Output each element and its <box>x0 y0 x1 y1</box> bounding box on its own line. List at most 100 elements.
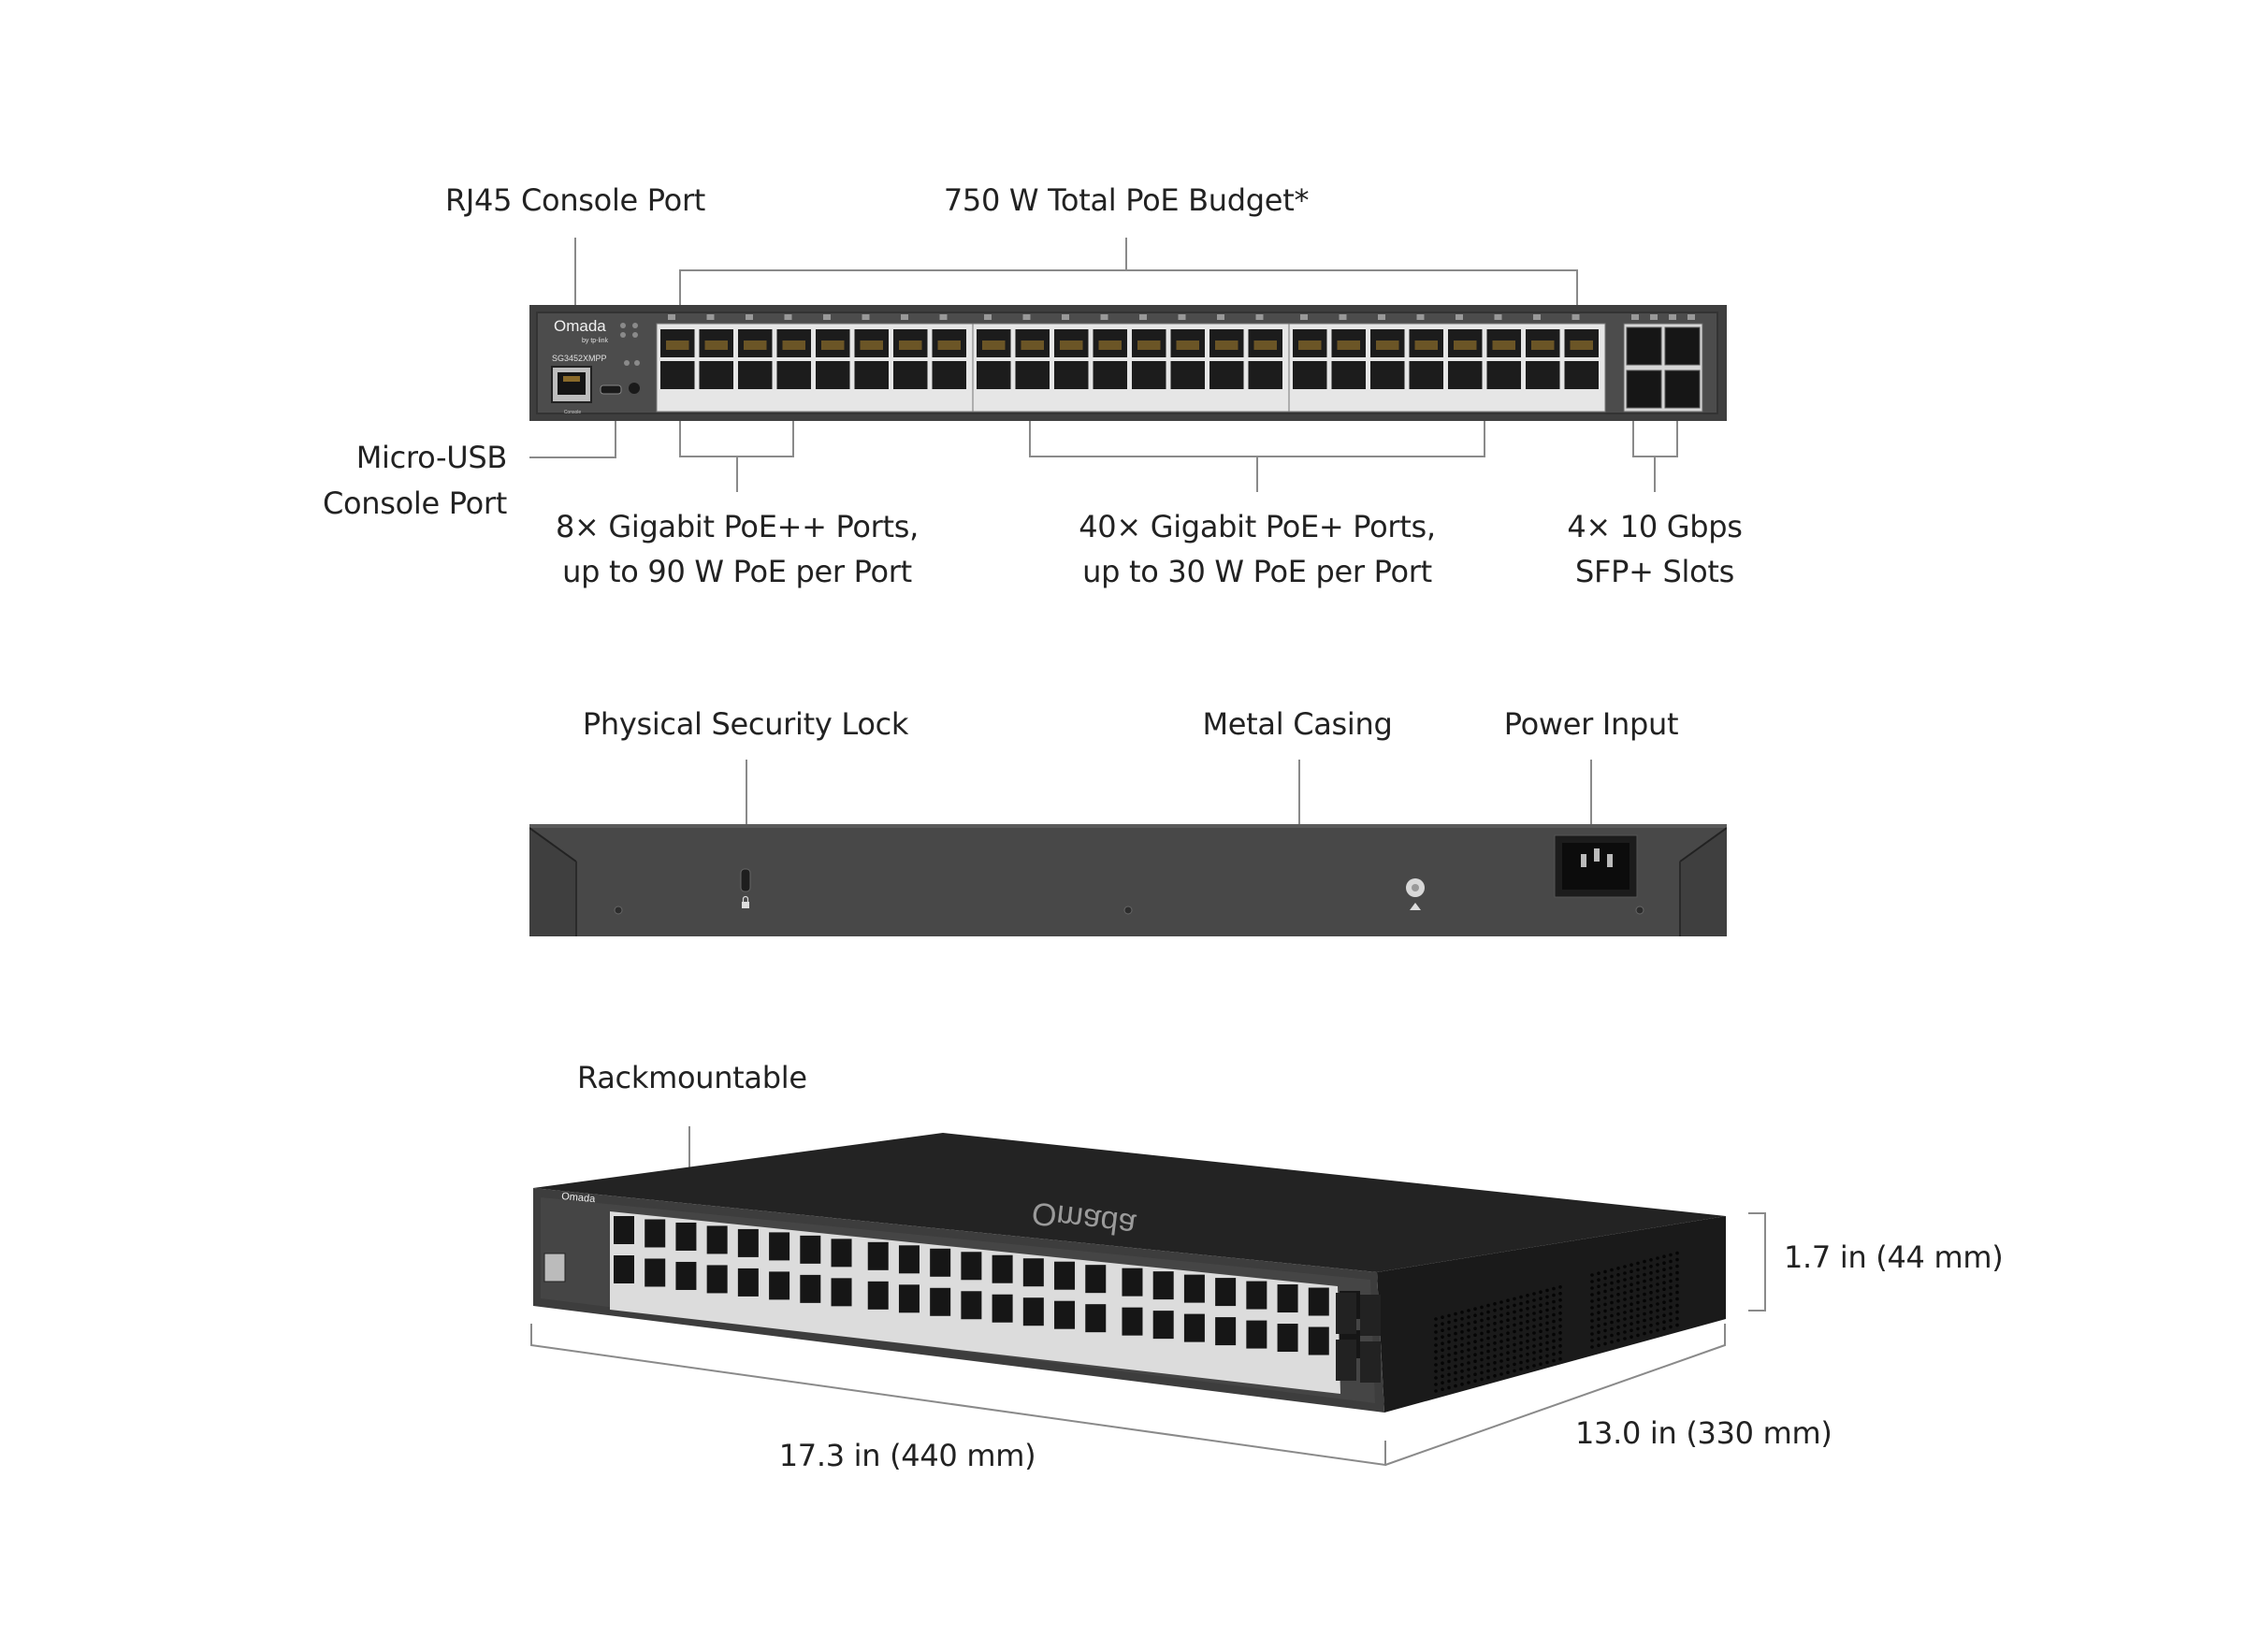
port-contacts <box>1414 341 1438 350</box>
persp-port <box>614 1255 634 1283</box>
port-contacts <box>1137 341 1161 350</box>
rj45-port[interactable] <box>1486 361 1522 389</box>
rj45-port[interactable] <box>660 361 695 389</box>
status-leds <box>620 323 640 366</box>
height-dimension-bracket <box>1748 1212 1766 1311</box>
port-contacts <box>1454 341 1477 350</box>
depth-dimension-label: 13.0 in (330 mm) <box>1575 1415 1832 1451</box>
port-led <box>1572 314 1580 320</box>
port-led <box>1255 314 1264 320</box>
rj45-port[interactable] <box>932 361 967 389</box>
persp-port <box>737 1228 759 1257</box>
sfp-label-line1: 4× 10 Gbps <box>1567 509 1743 544</box>
sfp-led <box>1687 314 1695 320</box>
port-contacts <box>899 341 922 350</box>
sfp-slot[interactable] <box>1664 370 1701 409</box>
port-contacts <box>1337 341 1360 350</box>
rj45-port[interactable] <box>1526 361 1560 389</box>
front-brand-logo: Omada <box>554 317 606 335</box>
kensington-lock-slot[interactable] <box>740 868 751 892</box>
rj45-port[interactable] <box>1564 361 1600 389</box>
persp-port <box>867 1281 889 1310</box>
security-lock-label: Physical Security Lock <box>582 706 909 742</box>
switch-front-panel: Omada by tp-link SG3452XMPP Console <box>529 305 1727 421</box>
persp-port <box>1277 1324 1298 1353</box>
micro-usb-port[interactable] <box>600 384 622 395</box>
persp-port <box>831 1278 852 1307</box>
power-input-label: Power Input <box>1503 706 1679 742</box>
lock-icon <box>742 895 749 908</box>
rj45-port[interactable] <box>776 361 812 389</box>
switch-rear-panel <box>529 824 1727 936</box>
port-contacts <box>782 341 805 350</box>
sfp-slot[interactable] <box>1664 326 1701 366</box>
rj45-port[interactable] <box>1209 361 1244 389</box>
persp-sfp-slot <box>1336 1340 1356 1381</box>
persp-port <box>898 1245 920 1274</box>
persp-port <box>769 1232 790 1261</box>
micro-usb-label-line1: Micro-USB <box>355 440 508 475</box>
sfp-led <box>1631 314 1639 320</box>
rackmountable-label: Rackmountable <box>577 1060 807 1095</box>
port-contacts <box>666 341 689 350</box>
persp-port <box>1122 1307 1143 1336</box>
rj45-port[interactable] <box>1132 361 1166 389</box>
persp-port <box>930 1287 951 1316</box>
rj45-port[interactable] <box>893 361 928 389</box>
port-contacts <box>821 341 845 350</box>
rj45-port[interactable] <box>699 361 734 389</box>
persp-front-logo: Omada <box>561 1191 597 1205</box>
sfp-led <box>1650 314 1658 320</box>
persp-port <box>645 1219 666 1248</box>
poe-budget-label: 750 W Total PoE Budget* <box>943 182 1310 218</box>
persp-port <box>831 1239 852 1268</box>
port-led <box>939 314 948 320</box>
rj45-port[interactable] <box>977 361 1011 389</box>
rear-screws <box>614 906 1644 915</box>
persp-port <box>675 1261 697 1290</box>
persp-port <box>614 1216 634 1244</box>
rj45-port[interactable] <box>1248 361 1283 389</box>
ground-terminal-icon <box>1406 878 1425 910</box>
rj45-port[interactable] <box>738 361 773 389</box>
power-input-socket[interactable] <box>1554 834 1638 898</box>
persp-port <box>1183 1274 1205 1303</box>
persp-port <box>992 1254 1013 1283</box>
port-contacts <box>982 341 1006 350</box>
rj45-port[interactable] <box>816 361 850 389</box>
port-contacts <box>744 341 767 350</box>
persp-port <box>1215 1317 1237 1346</box>
rj45-port[interactable] <box>1015 361 1050 389</box>
rj45-port[interactable] <box>1054 361 1089 389</box>
rj45-port[interactable] <box>1093 361 1128 389</box>
poe-plus-label-line1: 40× Gigabit PoE+ Ports, <box>1079 509 1436 544</box>
persp-port <box>706 1225 728 1254</box>
port-led <box>706 314 715 320</box>
sfp-slot[interactable] <box>1626 326 1662 366</box>
port-contacts <box>1021 341 1044 350</box>
persp-port <box>1152 1311 1174 1340</box>
persp-port <box>675 1222 697 1251</box>
rj45-port[interactable] <box>1170 361 1206 389</box>
persp-port <box>800 1274 821 1303</box>
mode-button[interactable] <box>629 383 640 394</box>
port-led <box>1178 314 1186 320</box>
rj45-port[interactable] <box>1409 361 1444 389</box>
persp-port <box>1308 1326 1329 1355</box>
persp-port <box>1054 1300 1076 1329</box>
rj45-port[interactable] <box>1448 361 1483 389</box>
width-dimension-label: 17.3 in (440 mm) <box>778 1438 1036 1473</box>
port-contacts <box>1376 341 1399 350</box>
rj45-port[interactable] <box>1331 361 1367 389</box>
rj45-port[interactable] <box>854 361 890 389</box>
rj45-console-port[interactable] <box>551 366 592 403</box>
port-led <box>1062 314 1069 320</box>
rj45-port[interactable] <box>1293 361 1327 389</box>
persp-console-port <box>543 1253 566 1282</box>
port-contacts <box>1531 341 1555 350</box>
sfp-slot[interactable] <box>1626 370 1662 409</box>
rj45-port[interactable] <box>1370 361 1405 389</box>
persp-port <box>898 1284 920 1313</box>
port-led <box>1494 314 1502 320</box>
persp-sfp-slot <box>1360 1295 1381 1336</box>
